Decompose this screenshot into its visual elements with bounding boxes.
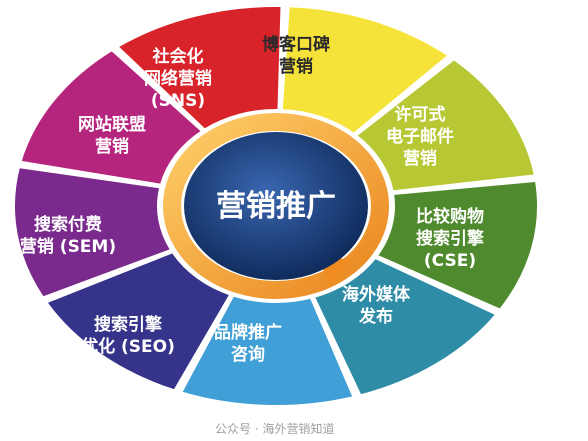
center-disc: [184, 132, 368, 280]
segment-8: [13, 166, 173, 299]
segment-9: [19, 48, 204, 186]
segment-4: [375, 179, 539, 311]
segment-label-2: 博客口碑营销: [262, 34, 330, 77]
segment-label-1: 社会化网络营销(SNS): [144, 46, 212, 111]
segment-label-4: 比较购物搜索引擎(CSE): [416, 206, 485, 271]
segment-2: [280, 5, 451, 136]
segment-5: [312, 256, 498, 397]
segment-label-6: 品牌推广咨询: [214, 322, 282, 365]
segment-label-3: 许可式电子邮件营销: [386, 104, 454, 169]
watermark: 公众号 · 海外营销知道: [215, 418, 415, 436]
segment-3: [354, 58, 537, 193]
segment-6: [179, 294, 355, 407]
segment-label-5: 海外媒体发布: [342, 284, 411, 327]
cycle-arrow-ring: [163, 113, 389, 299]
watermark-text: 公众号 · 海外营销知道: [215, 422, 335, 436]
segment-label-8: 搜索付费营销 (SEM): [20, 214, 116, 257]
segment-label-9: 网站联盟营销: [78, 114, 146, 157]
segment-7: [44, 251, 232, 392]
segment-1: [115, 5, 283, 131]
center-label: 营销推广: [216, 189, 336, 224]
segment-label-7: 搜索引擎优化 (SEO): [81, 314, 175, 357]
